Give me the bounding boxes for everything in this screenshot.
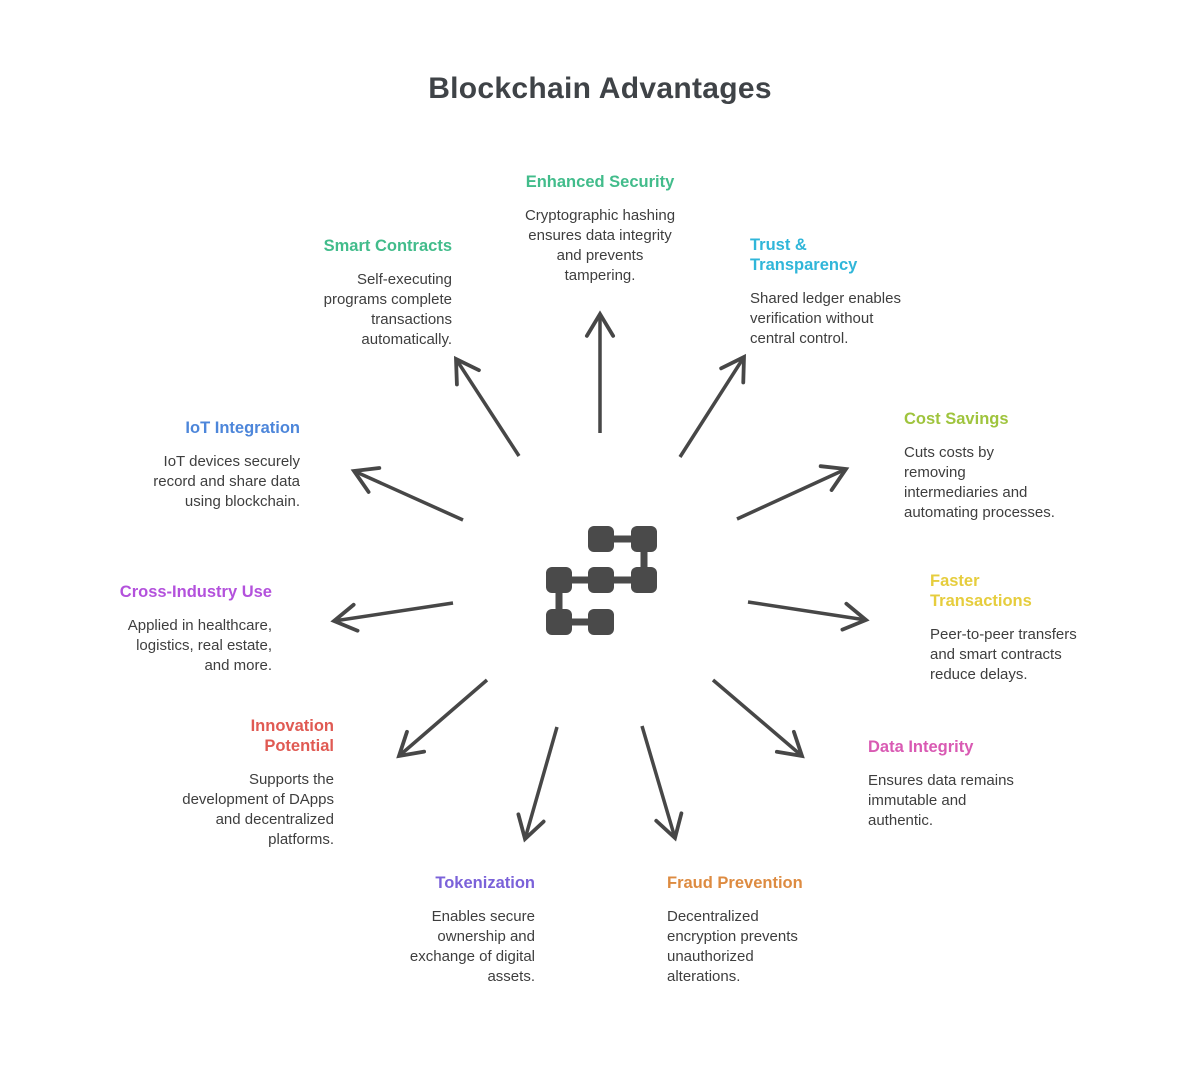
arrow-fraud-prevention (640, 725, 684, 842)
item-tokenization: Tokenization Enables secure ownership an… (335, 873, 535, 986)
item-title: Enhanced Security (525, 173, 675, 191)
item-description: Cuts costs by removing intermediaries an… (904, 444, 1055, 521)
arrow-cross-industry-use (330, 601, 454, 633)
page-title: Blockchain Advantages (428, 72, 772, 105)
item-data-integrity: Data Integrity Ensures data remains immu… (868, 737, 1043, 831)
item-title: Data Integrity (868, 738, 974, 756)
item-title: Cross-Industry Use (119, 583, 272, 601)
item-description: Decentralized encryption prevents unauth… (667, 908, 798, 985)
arrow-data-integrity (711, 678, 805, 759)
item-title: Innovation Potential (250, 717, 334, 756)
item-description: Supports the development of DApps and de… (182, 771, 334, 848)
item-trust-transparency: Trust & Transparency Shared ledger enabl… (750, 235, 925, 349)
item-title: Smart Contracts (323, 237, 452, 255)
item-iot-integration: IoT Integration IoT devices securely rec… (100, 418, 300, 512)
arrow-innovation-potential (396, 678, 489, 759)
item-cost-savings: Cost Savings Cuts costs by removing inte… (904, 409, 1089, 522)
item-smart-contracts: Smart Contracts Self-executing programs … (252, 236, 452, 349)
item-description: Ensures data remains immutable and authe… (868, 772, 1014, 829)
item-title: Faster Transactions (930, 572, 1032, 611)
arrow-smart-contracts (453, 355, 521, 457)
item-description: Enables secure ownership and exchange of… (409, 908, 535, 985)
item-description: IoT devices securely record and share da… (153, 453, 300, 510)
item-title: Trust & Transparency (750, 236, 858, 275)
item-title: Fraud Prevention (667, 874, 803, 892)
arrow-trust-transparency (678, 353, 746, 458)
item-title: IoT Integration (185, 419, 300, 437)
item-title: Cost Savings (904, 410, 1009, 428)
item-faster-transactions: Faster Transactions Peer-to-peer transfe… (930, 571, 1095, 685)
arrow-cost-savings (736, 464, 850, 521)
item-enhanced-security: Enhanced Security Cryptographic hashing … (490, 172, 710, 285)
arrow-faster-transactions (747, 600, 870, 632)
arrow-tokenization (516, 726, 559, 843)
item-description: Applied in healthcare, logistics, real e… (127, 617, 272, 674)
item-innovation-potential: Innovation Potential Supports the develo… (134, 716, 334, 849)
item-description: Self-executing programs complete transac… (323, 271, 452, 348)
item-cross-industry-use: Cross-Industry Use Applied in healthcare… (72, 582, 272, 676)
item-description: Peer-to-peer transfers and smart contrac… (930, 626, 1077, 683)
item-description: Shared ledger enables verification witho… (750, 290, 901, 347)
item-fraud-prevention: Fraud Prevention Decentralized encryptio… (667, 873, 847, 986)
blockchain-icon (546, 526, 657, 635)
arrow-iot-integration (350, 466, 464, 522)
item-title: Tokenization (435, 874, 535, 892)
item-description: Cryptographic hashing ensures data integ… (524, 207, 676, 284)
